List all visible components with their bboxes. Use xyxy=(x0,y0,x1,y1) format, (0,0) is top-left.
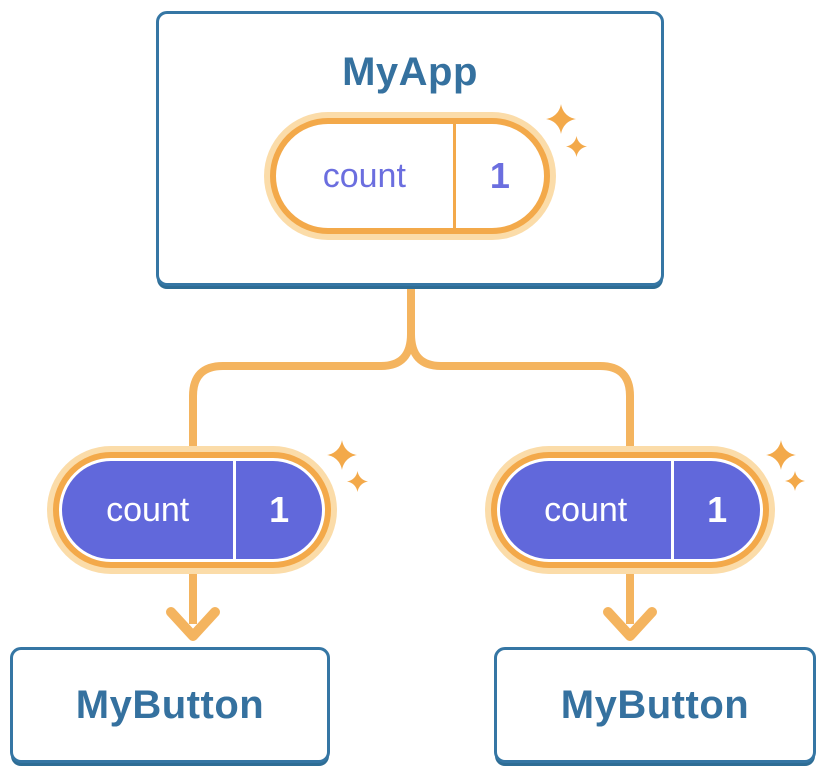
right-child-state-pill: count 1 xyxy=(485,446,775,574)
myapp-title: MyApp xyxy=(342,50,478,94)
pill-body: count 1 xyxy=(500,461,760,559)
state-value-label: 1 xyxy=(489,155,510,196)
sparkle-icon xyxy=(546,104,576,134)
state-name-label: count xyxy=(544,490,628,529)
root-state-pill: count 1 xyxy=(264,112,556,240)
pill-ring: count 1 xyxy=(270,118,550,234)
sparkle-icon xyxy=(566,136,587,157)
sparkle-icon xyxy=(785,471,805,491)
state-name-label: count xyxy=(106,490,190,529)
pill-ring: count 1 xyxy=(491,452,769,568)
pill-body: count 1 xyxy=(276,124,544,228)
pill-body: count 1 xyxy=(62,461,322,559)
branch-right-line xyxy=(407,333,634,624)
pill-divider xyxy=(233,461,237,559)
mybutton-title: MyButton xyxy=(560,682,750,727)
pill-ring: count 1 xyxy=(53,452,331,568)
mybutton-card-right: MyButton xyxy=(494,647,816,763)
arrow-down-icon xyxy=(603,607,657,641)
mybutton-title: MyButton xyxy=(75,682,265,727)
left-child-state-pill: count 1 xyxy=(47,446,337,574)
pill-divider xyxy=(452,124,456,228)
branch-left-line xyxy=(189,333,415,624)
state-name-label: count xyxy=(322,156,406,195)
sparkle-icon xyxy=(766,440,796,470)
pill-divider xyxy=(671,461,675,559)
sparkle-icon xyxy=(347,471,368,492)
arrow-down-icon xyxy=(166,607,220,641)
state-value-label: 1 xyxy=(707,489,728,530)
state-value-label: 1 xyxy=(269,489,290,530)
mybutton-card-left: MyButton xyxy=(10,647,330,763)
sparkle-icon xyxy=(327,440,357,470)
